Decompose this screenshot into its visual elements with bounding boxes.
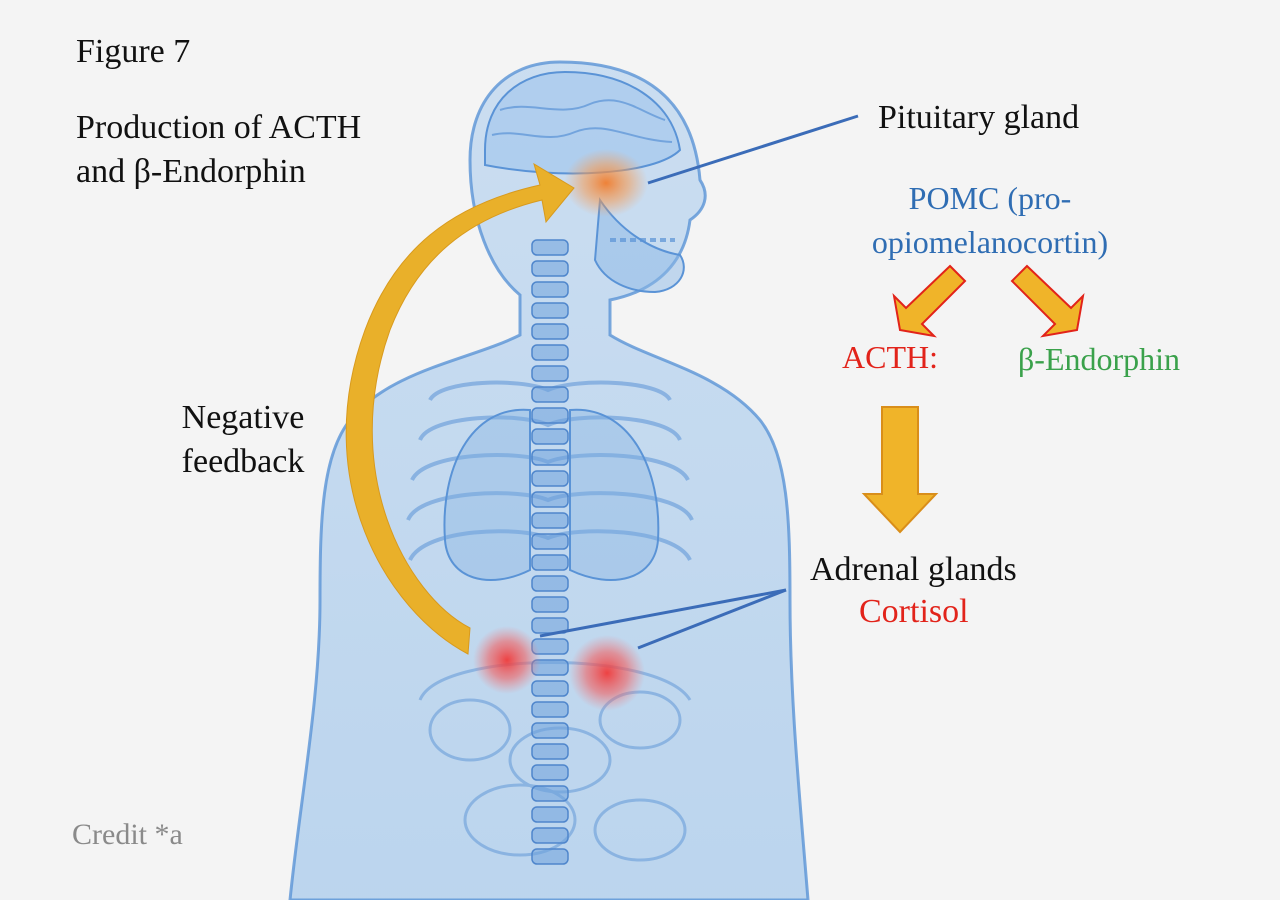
vertebra [531, 554, 569, 571]
adrenal-leader-line-right [637, 588, 787, 650]
arrow-to-acth [892, 264, 967, 338]
lung-left [443, 408, 531, 581]
negative-feedback-label: Negative feedback [181, 399, 305, 480]
vertebra [531, 806, 569, 823]
vertebra [531, 470, 569, 487]
adrenal-leader-line-left [539, 588, 787, 638]
vertebra [531, 743, 569, 760]
lung-right [569, 408, 660, 581]
vertebra [531, 491, 569, 508]
vertebra [531, 533, 569, 550]
skull-jaw [593, 197, 685, 294]
vertebra [531, 785, 569, 802]
spine [531, 239, 569, 865]
vertebra [531, 407, 569, 424]
vertebra [531, 827, 569, 844]
vertebra [531, 344, 569, 361]
negative-feedback-arrow [345, 162, 575, 655]
adrenal-glow-right [569, 635, 645, 711]
vertebra [531, 449, 569, 466]
pituitary-leader-line [647, 114, 859, 185]
vertebra [531, 701, 569, 718]
vertebra [531, 764, 569, 781]
vertebra [531, 239, 569, 256]
acth-label: ACTH: [842, 339, 938, 375]
beta-endorphin-label: β-Endorphin [1018, 341, 1181, 377]
vertebra [531, 596, 569, 613]
vertebra [531, 365, 569, 382]
figure-number: Figure 7 [76, 33, 191, 70]
credit-label: Credit *a [72, 818, 183, 851]
adrenal-glow-left [473, 626, 541, 694]
vertebra [531, 323, 569, 340]
adrenal-glands-label: Adrenal glands [810, 551, 1017, 588]
vertebra [531, 722, 569, 739]
pituitary-label: Pituitary gland [878, 99, 1080, 136]
arrow-to-endorphin [1010, 264, 1085, 338]
pomc-label: POMC (pro-opiomelanocortin) [871, 180, 1109, 260]
vertebra [531, 386, 569, 403]
cortisol-label: Cortisol [859, 593, 969, 630]
pituitary-glow [564, 149, 648, 217]
figure-title: Production of ACTH and β-Endorphin [76, 109, 362, 190]
vertebra [531, 680, 569, 697]
vertebra [531, 281, 569, 298]
vertebra [531, 512, 569, 529]
arrow-acth-to-adrenal [861, 406, 939, 534]
vertebra [531, 302, 569, 319]
vertebra [531, 575, 569, 592]
vertebra [531, 428, 569, 445]
vertebra [531, 260, 569, 277]
vertebra [531, 848, 569, 865]
